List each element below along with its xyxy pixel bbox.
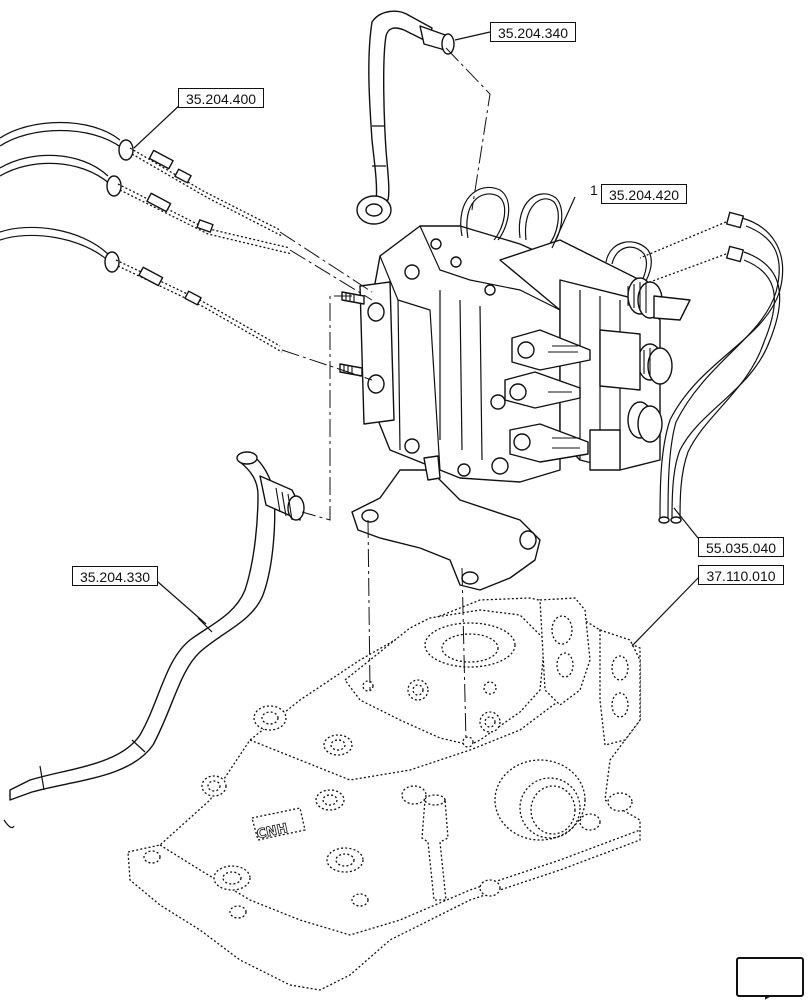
- svg-text:CNH: CNH: [255, 821, 289, 842]
- valve-block-assembly-part: [339, 186, 691, 591]
- callout-leaders: [133, 31, 701, 647]
- tube-35-204-340-part: [356, 10, 455, 225]
- item-number-label: 1: [590, 182, 598, 198]
- callout-55-035-040[interactable]: 55.035.040: [698, 537, 784, 557]
- callout-35-204-400[interactable]: 35.204.400: [178, 88, 264, 108]
- callout-35-204-330[interactable]: 35.204.330: [72, 566, 158, 586]
- callout-35-204-340[interactable]: 35.204.340: [490, 22, 576, 42]
- cable-55-035-040-part: [639, 211, 784, 524]
- assembly-centerlines: [279, 47, 491, 743]
- navigation-arrow-button[interactable]: [736, 957, 804, 997]
- hitch-housing-part: CNH: [127, 597, 641, 991]
- cnh-cast-logo: CNH: [251, 807, 306, 843]
- callout-35-204-420[interactable]: 35.204.420: [601, 184, 687, 204]
- cable-bundle-35-204-400-part: [0, 121, 293, 353]
- callout-37-110-010[interactable]: 37.110.010: [698, 565, 784, 585]
- pipe-35-204-330-part: [3, 451, 305, 829]
